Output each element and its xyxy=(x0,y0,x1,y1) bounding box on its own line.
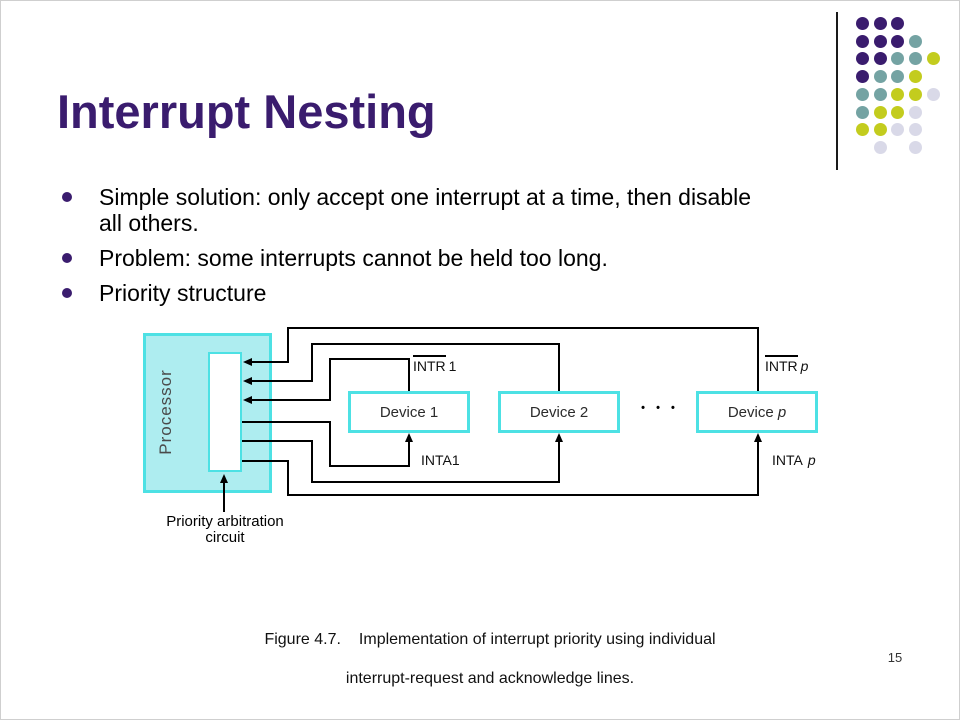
decoration-dot xyxy=(909,34,923,48)
device-2-box: Device 2 xyxy=(498,391,620,433)
intr1-arrowhead-icon xyxy=(243,396,252,404)
decoration-dot xyxy=(909,140,923,154)
decoration-dot xyxy=(856,87,869,101)
decoration-dot xyxy=(856,123,869,137)
wire-inta1-left-faller xyxy=(329,421,331,467)
wire-intr1-top-bus xyxy=(329,358,410,360)
wire-intr1-device-drop xyxy=(408,358,410,392)
bullet-list: Simple solution: only accept one interru… xyxy=(57,184,917,315)
decoration-dot xyxy=(909,87,923,101)
intr2-arrowhead-icon xyxy=(243,377,252,385)
inta1-arrowhead-icon xyxy=(405,433,413,442)
bullet-item-2: Problem: some interrupts cannot be held … xyxy=(57,245,917,271)
wire-intr2-device-drop xyxy=(558,343,560,392)
wire-arbitration-pointer xyxy=(223,480,225,512)
bullet-1-line-1: Simple solution: only accept one interru… xyxy=(99,184,752,210)
wire-intap-device-riser xyxy=(757,438,759,496)
bullet-2-line-1: Problem: some interrupts cannot be held … xyxy=(99,245,608,271)
wire-intr2-into-processor xyxy=(250,380,312,382)
decoration-dot xyxy=(891,17,905,30)
bullet-item-1: Simple solution: only accept one interru… xyxy=(57,184,917,236)
page-number: 15 xyxy=(887,650,903,665)
caption-text-line-2: interrupt-request and acknowledge lines. xyxy=(345,670,635,687)
device-p-box: Device p xyxy=(696,391,818,433)
wire-intrp-top-bus xyxy=(287,327,759,329)
figure-number: Figure 4.7. xyxy=(264,631,341,648)
arbitration-circuit-label: Priority arbitration circuit xyxy=(166,513,284,546)
bullet-3-line-1: Priority structure xyxy=(99,280,267,306)
decoration-dot xyxy=(926,52,940,66)
decoration-dot xyxy=(891,34,905,48)
intap-arrowhead-icon xyxy=(754,433,762,442)
wire-intrp-left-riser xyxy=(287,327,289,363)
decoration-dot xyxy=(891,52,905,66)
wire-intr2-left-riser xyxy=(311,343,313,382)
wire-inta1-bottom-bus xyxy=(329,465,410,467)
processor-label: Processor xyxy=(156,369,175,455)
wire-intap-bottom-bus xyxy=(287,494,759,496)
decoration-vertical-line xyxy=(836,12,838,170)
decoration-dot xyxy=(873,34,887,48)
wire-inta2-bottom-bus xyxy=(311,481,560,483)
decoration-dot xyxy=(856,52,869,66)
wire-intap-out-of-processor xyxy=(242,460,289,462)
wire-intr1-left-riser xyxy=(329,358,331,401)
wire-inta1-out-of-processor xyxy=(242,421,331,423)
decoration-dot xyxy=(909,52,923,66)
arbitration-arrowhead-icon xyxy=(220,474,228,483)
decoration-dot xyxy=(909,70,923,84)
decoration-dot xyxy=(873,123,887,137)
wire-inta1-device-riser xyxy=(408,438,410,467)
bullet-icon xyxy=(62,288,72,298)
decoration-dot xyxy=(891,70,905,84)
decoration-dot xyxy=(873,140,887,154)
wire-inta2-left-faller xyxy=(311,440,313,483)
label-inta1: INTA1 xyxy=(421,452,460,468)
decoration-dot xyxy=(891,123,905,137)
bullet-1-line-2: all others. xyxy=(99,210,199,236)
decoration-dot xyxy=(909,105,923,119)
decoration-dot xyxy=(873,105,887,119)
wire-intap-left-faller xyxy=(287,460,289,496)
ellipsis-dots: • • • xyxy=(641,402,679,414)
decoration-dot xyxy=(873,52,887,66)
figure-caption: Figure 4.7. Implementation of interrupt … xyxy=(185,631,795,688)
priority-arbitration-circuit-box xyxy=(208,352,242,472)
decoration-dot xyxy=(873,17,887,30)
slide-title: Interrupt Nesting xyxy=(57,85,436,138)
bullet-icon xyxy=(62,253,72,263)
intrp-arrowhead-icon xyxy=(243,358,252,366)
decoration-dot xyxy=(873,87,887,101)
decoration-dot xyxy=(856,17,869,30)
wire-intr1-into-processor xyxy=(250,399,330,401)
decoration-dot xyxy=(873,70,887,84)
wire-intr2-top-bus xyxy=(311,343,560,345)
decoration-dot xyxy=(856,105,869,119)
device-1-box: Device 1 xyxy=(348,391,470,433)
decoration-dot xyxy=(856,34,869,48)
wire-inta2-device-riser xyxy=(558,438,560,483)
inta2-arrowhead-icon xyxy=(555,433,563,442)
decoration-dot xyxy=(856,70,869,84)
caption-text-line-1: Implementation of interrupt priority usi… xyxy=(358,631,716,648)
wire-inta2-out-of-processor xyxy=(242,440,313,442)
decoration-dot xyxy=(926,87,940,101)
wire-intrp-device-drop xyxy=(757,327,759,392)
wire-intrp-into-processor xyxy=(250,361,288,363)
decoration-dot-grid xyxy=(856,17,951,162)
decoration-dot xyxy=(891,105,905,119)
bullet-item-3: Priority structure xyxy=(57,280,917,306)
decoration-dot xyxy=(891,87,905,101)
decoration-dot xyxy=(909,123,923,137)
bullet-icon xyxy=(62,192,72,202)
